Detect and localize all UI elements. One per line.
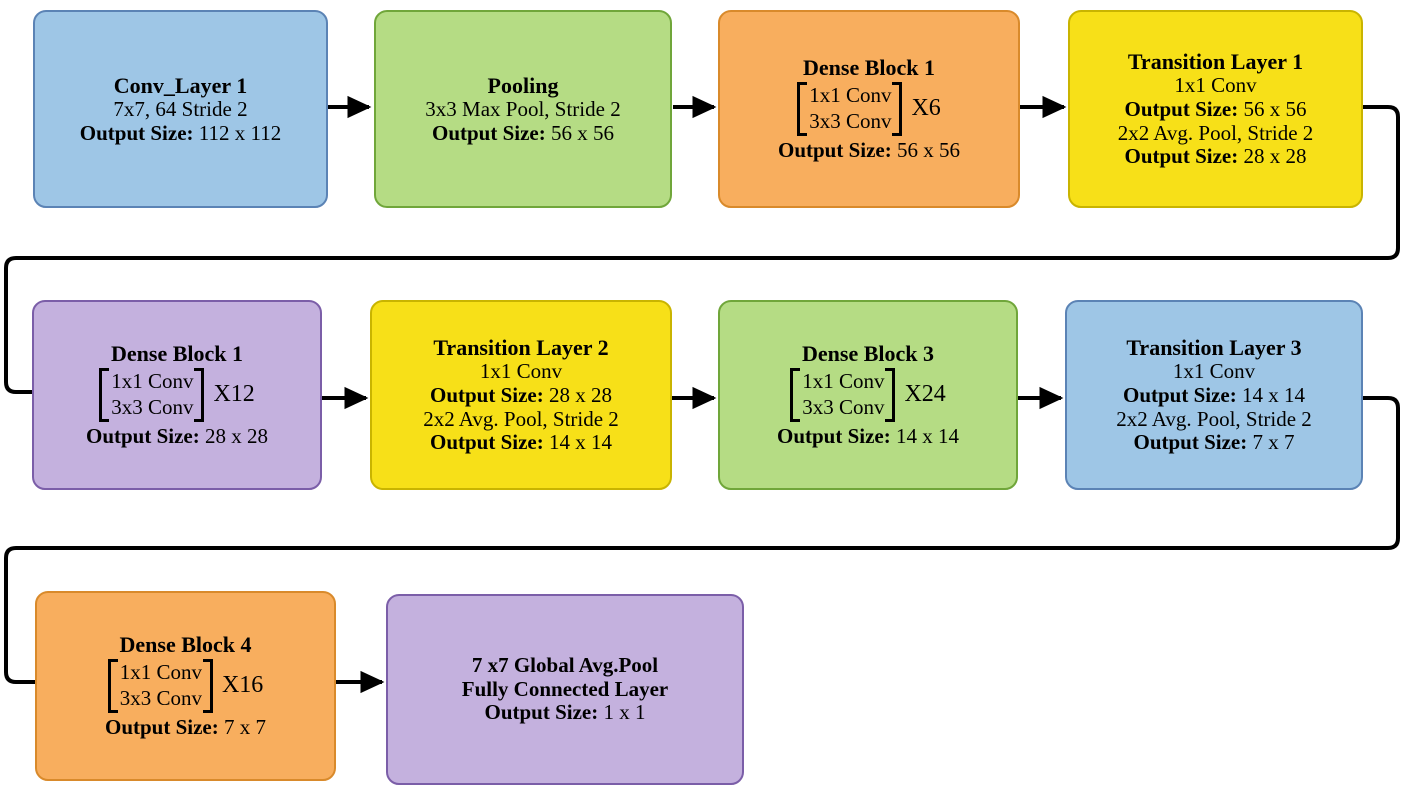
node-output: Output Size: 56 x 56 xyxy=(431,120,614,146)
output-value: 1 x 1 xyxy=(603,700,646,725)
node-output-2: Output Size: 28 x 28 xyxy=(1124,144,1307,169)
node-title: Dense Block 3 xyxy=(802,341,934,367)
conv-row-2: 3x3 Conv xyxy=(809,109,892,134)
node-title: Dense Block 1 xyxy=(111,341,243,367)
node-output: Output Size: 112 x 112 xyxy=(79,120,282,146)
node-title: Dense Block 4 xyxy=(119,632,252,658)
node-classification-layer[interactable]: 7 x7 Global Avg.Pool Fully Connected Lay… xyxy=(386,594,744,785)
node-transition-layer-3[interactable]: Transition Layer 3 1x1 Conv Output Size:… xyxy=(1065,300,1363,490)
node-title: Pooling xyxy=(487,72,559,98)
node-output: Output Size: 56 x 56 xyxy=(1124,96,1307,122)
node-detail: 7x7, 64 Stride 2 xyxy=(113,96,248,121)
node-transition-layer-1[interactable]: Transition Layer 1 1x1 Conv Output Size:… xyxy=(1068,10,1363,208)
bracket-group: 1x1 Conv 3x3 Conv xyxy=(107,659,213,713)
output-label: Output Size: xyxy=(104,715,219,739)
node-output-2: Output Size: 7 x 7 xyxy=(1133,430,1295,455)
conv-row-2: 3x3 Conv xyxy=(111,395,194,420)
output-value: 56 x 56 xyxy=(551,120,614,145)
node-title-2: Fully Connected Layer xyxy=(461,676,669,701)
output-value: 7 x 7 xyxy=(224,715,266,739)
node-dense-block-2[interactable]: Dense Block 1 1x1 Conv 3x3 Conv X12 Outp… xyxy=(32,300,322,490)
output-label: Output Size: xyxy=(431,120,546,145)
node-output: Output Size: 28 x 28 xyxy=(85,424,268,449)
output-value: 14 x 14 xyxy=(896,424,959,448)
repeat-multiplier: X16 xyxy=(221,672,264,699)
output-value-2: 7 x 7 xyxy=(1252,430,1295,455)
conv-row-1: 1x1 Conv xyxy=(119,660,202,685)
conv-row-2: 3x3 Conv xyxy=(119,686,202,711)
node-detail: 1x1 Conv xyxy=(1174,72,1257,97)
node-title: Transition Layer 1 xyxy=(1127,48,1304,74)
bracket-group: 1x1 Conv 3x3 Conv xyxy=(99,368,205,422)
node-output: Output Size: 14 x 14 xyxy=(776,424,959,449)
output-value: 56 x 56 xyxy=(897,138,960,162)
output-label-2: Output Size: xyxy=(1133,430,1248,455)
output-value: 28 x 28 xyxy=(549,382,612,407)
output-value: 56 x 56 xyxy=(1243,96,1307,121)
output-label-2: Output Size: xyxy=(1124,144,1239,169)
node-detail-2: 2x2 Avg. Pool, Stride 2 xyxy=(1116,406,1312,431)
node-output: Output Size: 28 x 28 xyxy=(429,382,612,408)
node-title: Transition Layer 3 xyxy=(1126,334,1302,360)
node-conv-layer-1[interactable]: Conv_Layer 1 7x7, 64 Stride 2 Output Siz… xyxy=(33,10,328,208)
output-label: Output Size: xyxy=(484,700,599,725)
node-title: Dense Block 1 xyxy=(803,55,935,81)
conv-stack: 1x1 Conv 3x3 Conv X16 xyxy=(107,659,264,713)
node-title: 7 x7 Global Avg.Pool xyxy=(471,652,659,677)
output-label: Output Size: xyxy=(776,424,891,448)
node-transition-layer-2[interactable]: Transition Layer 2 1x1 Conv Output Size:… xyxy=(370,300,672,490)
output-value-2: 28 x 28 xyxy=(1243,144,1307,169)
output-label: Output Size: xyxy=(85,424,200,448)
conv-stack: 1x1 Conv 3x3 Conv X12 xyxy=(99,368,255,422)
conv-stack: 1x1 Conv 3x3 Conv X6 xyxy=(797,82,941,136)
node-dense-block-4[interactable]: Dense Block 4 1x1 Conv 3x3 Conv X16 Outp… xyxy=(35,591,336,781)
repeat-multiplier: X6 xyxy=(911,95,941,122)
repeat-multiplier: X24 xyxy=(904,381,946,408)
conv-row-2: 3x3 Conv xyxy=(802,395,885,420)
conv-stack: 1x1 Conv 3x3 Conv X24 xyxy=(790,368,946,422)
node-output: Output Size: 56 x 56 xyxy=(777,138,960,163)
node-dense-block-3[interactable]: Dense Block 3 1x1 Conv 3x3 Conv X24 Outp… xyxy=(718,300,1018,490)
output-label-2: Output Size: xyxy=(429,430,544,455)
node-pooling[interactable]: Pooling 3x3 Max Pool, Stride 2 Output Si… xyxy=(374,10,672,208)
node-output: Output Size: 14 x 14 xyxy=(1122,382,1305,408)
output-label: Output Size: xyxy=(79,120,194,145)
conv-row-1: 1x1 Conv xyxy=(809,83,892,108)
node-detail: 1x1 Conv xyxy=(479,358,563,383)
output-value: 28 x 28 xyxy=(205,424,268,448)
conv-row-1: 1x1 Conv xyxy=(111,369,194,394)
output-value-2: 14 x 14 xyxy=(549,430,612,455)
output-label: Output Size: xyxy=(429,382,544,407)
node-detail: 3x3 Max Pool, Stride 2 xyxy=(425,96,621,121)
repeat-multiplier: X12 xyxy=(213,381,255,408)
node-detail-2: 2x2 Avg. Pool, Stride 2 xyxy=(423,406,619,431)
node-output-2: Output Size: 14 x 14 xyxy=(429,430,612,455)
node-output: Output Size: 7 x 7 xyxy=(104,715,266,740)
output-label: Output Size: xyxy=(777,138,892,162)
output-label: Output Size: xyxy=(1124,96,1239,121)
node-output: Output Size: 1 x 1 xyxy=(484,700,646,725)
output-label: Output Size: xyxy=(1122,382,1237,407)
conv-row-1: 1x1 Conv xyxy=(802,369,885,394)
node-title: Transition Layer 2 xyxy=(433,334,609,360)
output-value: 14 x 14 xyxy=(1242,382,1305,407)
output-value: 112 x 112 xyxy=(198,120,282,145)
bracket-group: 1x1 Conv 3x3 Conv xyxy=(790,368,896,422)
node-title: Conv_Layer 1 xyxy=(113,72,248,98)
node-detail-2: 2x2 Avg. Pool, Stride 2 xyxy=(1117,120,1314,145)
node-dense-block-1[interactable]: Dense Block 1 1x1 Conv 3x3 Conv X6 Outpu… xyxy=(718,10,1020,208)
node-detail: 1x1 Conv xyxy=(1172,358,1256,383)
bracket-group: 1x1 Conv 3x3 Conv xyxy=(797,82,903,136)
